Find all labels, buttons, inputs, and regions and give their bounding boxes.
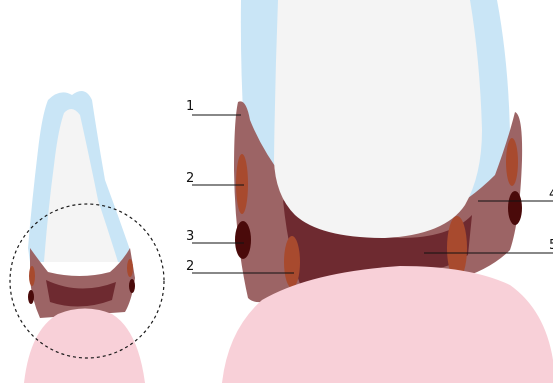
- magnified-tooth: [222, 0, 553, 383]
- dentin: [274, 0, 482, 238]
- callout-2a-label: 2: [186, 171, 194, 186]
- stain-lower-mid: [284, 236, 300, 288]
- callout-5-label: 5: [549, 238, 553, 253]
- black-spot-right: [508, 191, 522, 225]
- overview-spot-right: [127, 259, 133, 277]
- callout-3-label: 3: [186, 229, 194, 244]
- callout-2b-label: 2: [186, 259, 194, 274]
- overview-spot-left: [29, 266, 35, 286]
- stain-right-upper: [506, 138, 518, 186]
- black-spot-left: [235, 221, 251, 259]
- callout-1: 1: [186, 99, 241, 115]
- overview-tooth: [10, 91, 164, 383]
- overview-spot-right-black: [129, 279, 135, 293]
- stain-upper-left: [236, 154, 248, 214]
- overview-spot-black: [28, 290, 34, 304]
- callout-1-label: 1: [186, 99, 194, 114]
- callout-4-label: 4: [549, 187, 553, 202]
- overview-gum: [24, 309, 145, 383]
